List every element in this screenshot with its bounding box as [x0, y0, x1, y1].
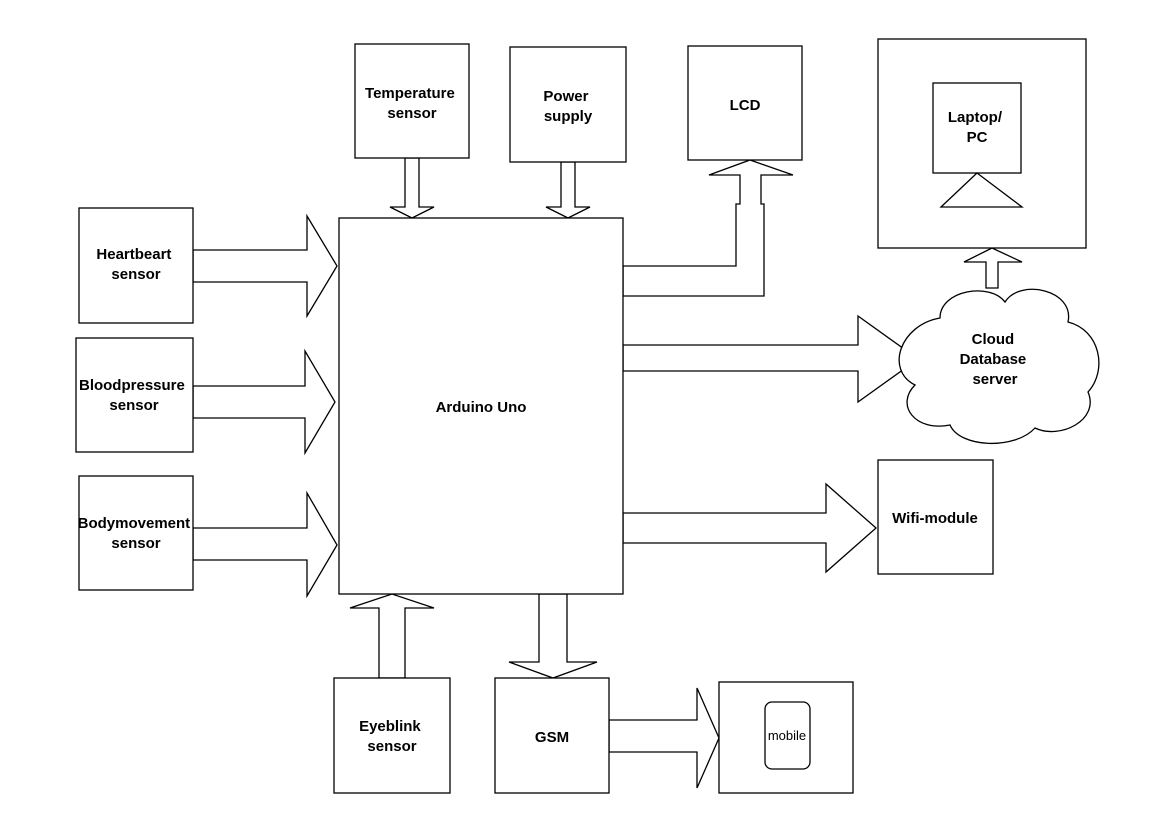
- heartbeat-sensor-label-1: Heartbeart: [96, 246, 171, 263]
- svg-text:Power supply: Power supply: [543, 88, 592, 125]
- power-supply-label-1: Power: [543, 88, 588, 105]
- power-supply-label-2: supply: [544, 108, 593, 125]
- power-supply-box: [509, 46, 627, 163]
- svg-text:Bodymovement sensor: Bodymovement sensor: [78, 515, 195, 552]
- arrow-arduino-to-cloud: [622, 314, 920, 404]
- arrow-heartbeat-to-arduino: [192, 213, 338, 319]
- bloodpressure-sensor-label-1: Bloodpressure: [79, 377, 185, 394]
- laptop-pc-label-2: PC: [967, 129, 988, 146]
- laptop-pc-label-1: Laptop/: [948, 109, 1003, 126]
- eyeblink-sensor-box: [333, 677, 451, 794]
- temperature-sensor-box: [354, 43, 470, 159]
- arrow-cloud-to-laptop: [963, 247, 1023, 289]
- arduino-uno-label: Arduino Uno: [436, 399, 527, 416]
- svg-text:Heartbeart sensor: Heartbeart sensor: [96, 246, 175, 283]
- eyeblink-sensor-label-1: Eyeblink: [359, 718, 421, 735]
- arrow-arduino-to-lcd: [622, 159, 794, 297]
- cloud-label-1: Cloud: [972, 331, 1015, 348]
- temperature-sensor-label-1: Temperature: [365, 85, 455, 102]
- lcd-label: LCD: [730, 97, 761, 114]
- svg-text:Cloud Database server: Cloud Database server: [960, 331, 1031, 388]
- mobile-label: mobile: [768, 728, 806, 743]
- arrow-power-to-arduino: [545, 161, 591, 219]
- arrow-gsm-to-mobile: [608, 687, 720, 789]
- gsm-label: GSM: [535, 729, 569, 746]
- arrow-arduino-to-wifi: [622, 482, 877, 574]
- svg-text:Temperature sensor: Temperature sensor: [365, 85, 459, 122]
- heartbeat-sensor-label-2: sensor: [111, 266, 160, 283]
- heartbeat-sensor-box: [78, 207, 194, 324]
- arrow-eyeblink-to-arduino: [349, 593, 435, 679]
- svg-text:Eyeblink sensor: Eyeblink sensor: [359, 718, 425, 755]
- cloud-label-3: server: [972, 371, 1017, 388]
- arrow-temperature-to-arduino: [389, 157, 435, 219]
- arrow-bodymovement-to-arduino: [192, 490, 338, 599]
- bloodpressure-sensor-label-2: sensor: [109, 397, 158, 414]
- bodymovement-sensor-label-2: sensor: [111, 535, 160, 552]
- eyeblink-sensor-label-2: sensor: [367, 738, 416, 755]
- wifi-module-box: [877, 459, 994, 575]
- svg-text:Bloodpressure sensor: Bloodpressure sensor: [79, 377, 189, 414]
- monitor-icon: [932, 82, 1022, 174]
- arrow-bloodpressure-to-arduino: [192, 348, 336, 456]
- cloud-database-server-shape: [898, 288, 1100, 445]
- bodymovement-sensor-box: [78, 475, 194, 591]
- arrow-arduino-to-gsm: [508, 593, 598, 679]
- bloodpressure-sensor-box: [75, 337, 194, 453]
- arduino-uno-box: [338, 217, 624, 595]
- bodymovement-sensor-label-1: Bodymovement: [78, 515, 191, 532]
- gsm-box: [494, 677, 610, 794]
- cloud-label-2: Database: [960, 351, 1027, 368]
- temperature-sensor-label-2: sensor: [387, 105, 436, 122]
- wifi-module-label: Wifi-module: [892, 510, 978, 527]
- lcd-box: [687, 45, 803, 161]
- svg-text:Laptop/ PC: Laptop/ PC: [948, 109, 1006, 146]
- monitor-stand-icon: [939, 172, 1024, 208]
- phone-icon: [764, 701, 811, 770]
